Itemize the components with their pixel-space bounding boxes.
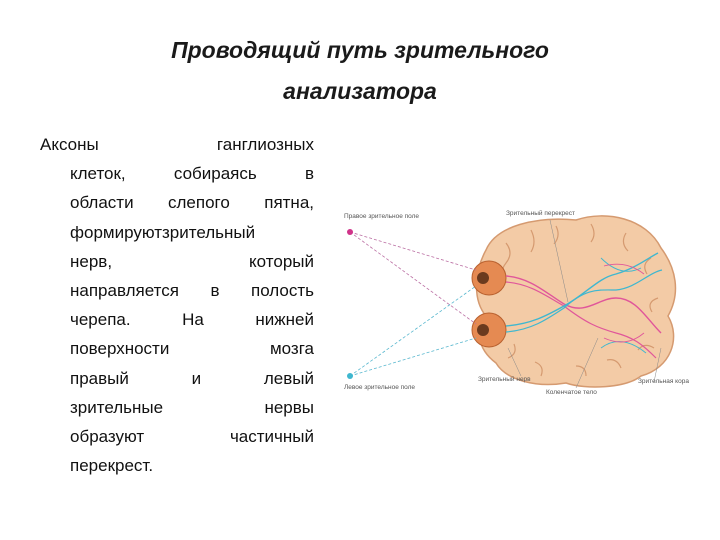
body-line: перекрест. xyxy=(70,456,154,476)
field-line xyxy=(349,231,477,271)
body-line: направляется в полость xyxy=(70,281,314,301)
leader-line xyxy=(507,347,522,377)
body-line: зрительные нервы xyxy=(70,397,314,417)
body-line: черепа. На нижней xyxy=(70,310,314,330)
leader-line xyxy=(653,347,662,383)
field-line xyxy=(349,285,477,377)
left-field-dot xyxy=(347,373,353,379)
brain-gyri xyxy=(501,223,659,377)
body-line: образуют частичный xyxy=(70,427,314,447)
body-line: формируютзрительный xyxy=(70,222,256,242)
body-line: поверхности мозга xyxy=(70,339,314,359)
leader-line xyxy=(575,337,599,389)
field-line xyxy=(349,337,477,377)
visual-pathway-diagram xyxy=(347,215,677,389)
visual-pathway-figure: Правое зрительное поле Левое зрительное … xyxy=(336,198,696,408)
right-eye-pupil xyxy=(477,272,489,284)
body-paragraph: Аксоны ганглиозных клеток, собираясь в о… xyxy=(40,130,314,480)
label-cortex: Зрительная кора xyxy=(638,378,689,385)
body-line: нерв, который xyxy=(70,251,314,271)
pink-pathway xyxy=(505,275,662,334)
label-left-field: Левое зрительное поле xyxy=(344,384,416,391)
cyan-pathway xyxy=(505,269,663,333)
leader-line xyxy=(549,219,569,303)
field-line xyxy=(349,231,477,325)
label-optic-nerve: Зрительный нерв xyxy=(478,376,531,383)
right-field-dot xyxy=(347,229,353,235)
label-geniculate: Коленчатое тело xyxy=(546,389,597,396)
body-line: правый и левый xyxy=(70,368,314,388)
pink-pathway xyxy=(603,263,645,343)
title-line-1: Проводящий путь зрительного xyxy=(171,37,549,63)
cyan-pathway xyxy=(505,252,659,327)
title-line-2: анализатора xyxy=(283,78,437,104)
left-eye-pupil xyxy=(477,324,489,336)
body-line: клеток, собираясь в xyxy=(70,164,314,184)
body-line: Аксоны ганглиозных xyxy=(40,135,314,154)
body-line: области слепого пятна, xyxy=(70,193,314,213)
label-chiasm: Зрительный перекрест xyxy=(506,210,576,217)
label-right-field: Правое зрительное поле xyxy=(344,213,420,220)
pink-pathway xyxy=(505,281,657,359)
brain-outline xyxy=(475,215,677,388)
slide-title: Проводящий путь зрительного анализатора xyxy=(60,30,660,112)
